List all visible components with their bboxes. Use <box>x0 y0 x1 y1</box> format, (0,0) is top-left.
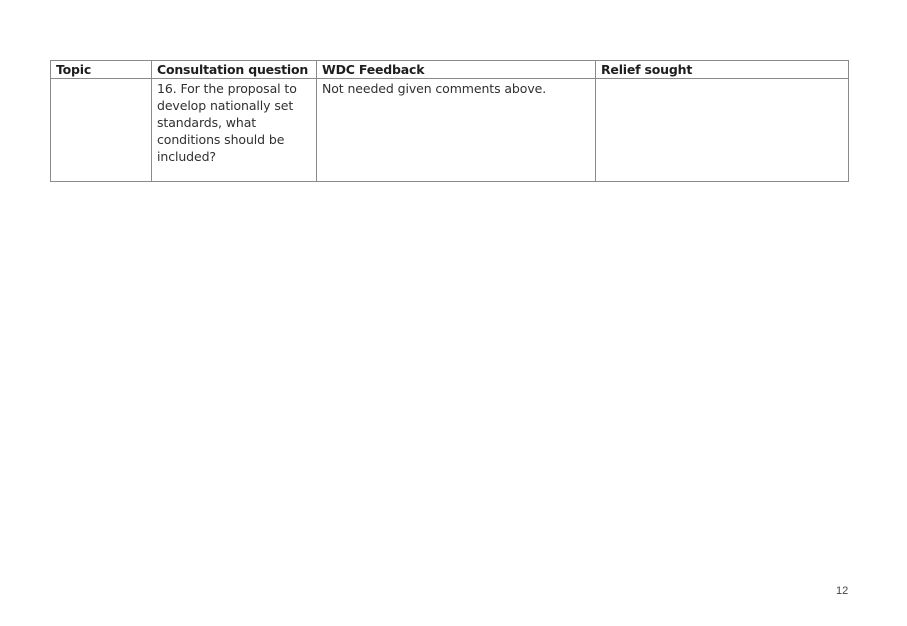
cell-topic <box>50 78 152 182</box>
header-consultation-question: Consultation question <box>151 60 317 79</box>
header-topic: Topic <box>50 60 152 79</box>
cell-consultation-question: 16. For the proposal to develop national… <box>151 78 317 182</box>
table-row: 16. For the proposal to develop national… <box>50 78 849 182</box>
header-wdc-feedback: WDC Feedback <box>316 60 596 79</box>
cell-wdc-feedback: Not needed given comments above. <box>316 78 596 182</box>
table-header-row: Topic Consultation question WDC Feedback… <box>50 60 849 79</box>
header-relief-sought: Relief sought <box>595 60 849 79</box>
cell-relief-sought <box>595 78 849 182</box>
consultation-feedback-table: Topic Consultation question WDC Feedback… <box>50 60 849 182</box>
page-number: 12 <box>836 585 849 597</box>
